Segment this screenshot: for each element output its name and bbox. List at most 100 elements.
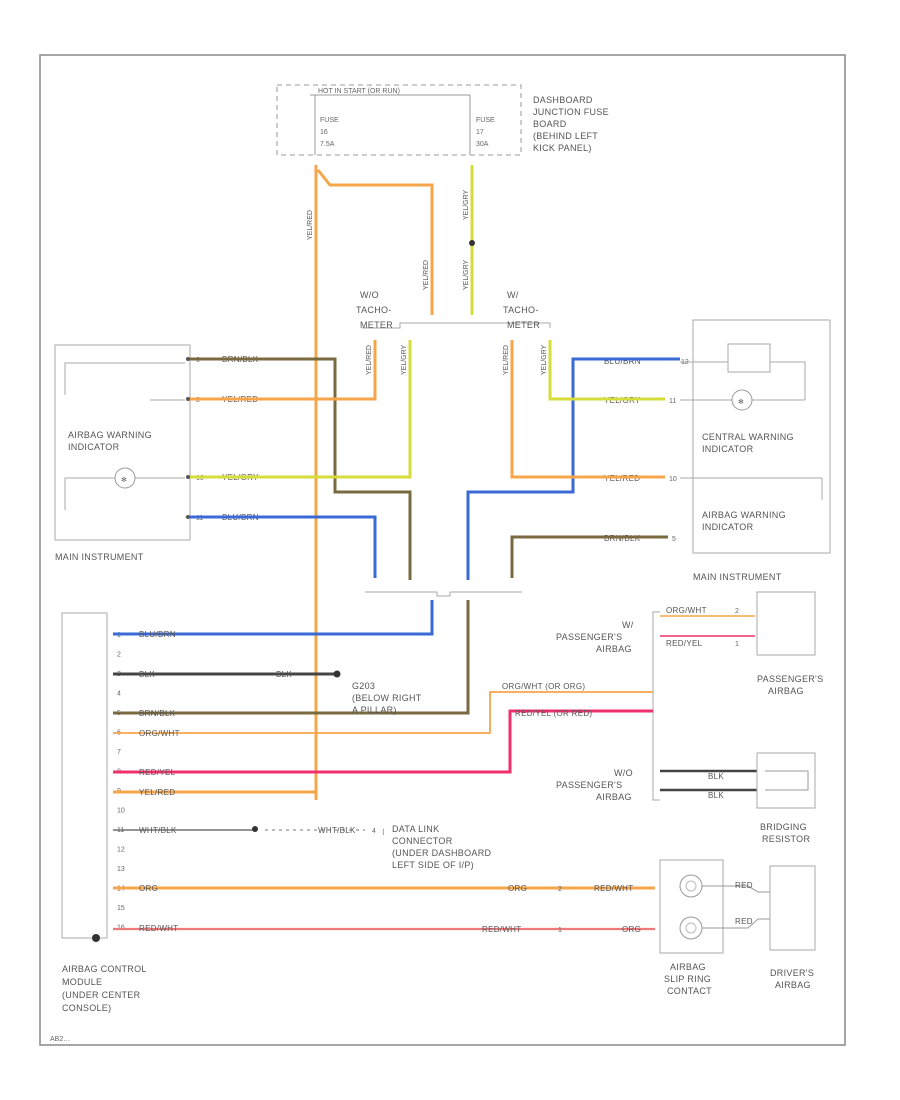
bypass-wire-label-2: BLK — [708, 791, 724, 800]
data-link-connector-icon: ⟨ — [382, 828, 385, 836]
driver-airbag-wire-label-2: RED — [735, 917, 753, 926]
wire-label-tacho-l-a: YEL/RED — [366, 345, 373, 375]
wire-left-yel-gry — [190, 340, 412, 479]
airbag-indicator-circuit — [680, 477, 823, 500]
slip-ring-coil-upper-icon — [679, 874, 703, 898]
diagram-frame — [39, 54, 846, 1046]
passenger-airbag-box — [756, 591, 816, 656]
module-wire-label-14: ORG — [139, 884, 158, 893]
wire-module-brn-blk — [113, 600, 470, 715]
driver-wire-org-label: ORG — [508, 884, 527, 893]
fuse-feeds: YEL/RED YEL/RED YEL/GRY YEL/GRY — [307, 165, 475, 800]
driver-conn-pin-2: 2 — [558, 886, 562, 893]
wire-slip-to-driver-2 — [702, 918, 770, 929]
tacho-bracket: W/O TACHO- METER W/ TACHO- METER — [356, 290, 551, 330]
control-module-label-3: (UNDER CENTER — [62, 990, 141, 1000]
wire-left-yel-red — [190, 340, 377, 401]
module-pin-4: 4 — [117, 691, 121, 698]
right-pin-11: 11 — [669, 398, 676, 405]
passenger-w-line-3: AIRBAG — [596, 644, 632, 654]
tacho-right-line-3: METER — [507, 320, 540, 330]
bridging-resistor-label-1: BRIDGING — [760, 822, 807, 832]
data-link-label-2: CONNECTOR — [392, 836, 453, 846]
fuse-box-label-2: JUNCTION FUSE — [533, 107, 609, 117]
data-link-label-4: LEFT SIDE OF I/P) — [392, 860, 474, 870]
pin-10-dot — [186, 475, 190, 479]
slip-ring-coil-lower-inner — [685, 922, 697, 934]
wire-module-red-yel — [113, 709, 640, 774]
slip-ring-wire-label-1: RED/WHT — [594, 884, 633, 893]
airbag-indicator-left-line-2: INDICATOR — [68, 442, 120, 452]
airbag-indicator-left-line-1: AIRBAG WARNING — [68, 430, 152, 440]
module-wire-labels: BLU/BRN BLK BLK BRN/BLK ORG/WHT RED/YEL … — [139, 630, 292, 933]
wire-label-fuse17-branch: YEL/GRY — [463, 259, 470, 290]
fuse-box-label-4: (BEHIND LEFT — [533, 131, 598, 141]
control-module-label-2: MODULE — [62, 977, 102, 987]
wire-label-tacho-r-b: YEL/GRY — [541, 344, 548, 375]
passenger-w-line-1: W/ — [622, 620, 634, 630]
driver-wire-red-wht-label: RED/WHT — [482, 925, 521, 934]
module-pin-10: 10 — [117, 808, 125, 815]
fuse-16-line-2: 16 — [320, 129, 328, 136]
slip-ring-coil-lower-icon — [679, 916, 703, 940]
data-link-pin: 4 — [372, 828, 376, 835]
tacho-right-line-1: W/ — [507, 290, 519, 300]
main-instrument-right-label: MAIN INSTRUMENT — [693, 572, 782, 582]
fuse-16-line-3: 7.5A — [320, 141, 335, 148]
slip-ring-label-1: AIRBAG — [670, 962, 706, 972]
fuse-17-line-1: FUSE — [476, 117, 495, 124]
warning-lamp-icon — [114, 467, 136, 489]
slip-ring-wire-label-2: ORG — [622, 925, 641, 934]
module-wire-label-11: WHT/BLK — [139, 826, 177, 835]
wire-right-yel-gry — [548, 340, 665, 401]
passenger-conn-pin-2: 2 — [735, 608, 739, 615]
driver-airbag-label-1: DRIVER'S — [770, 968, 814, 978]
bridging-resistor-element — [765, 770, 809, 791]
warning-lamp-symbol: ✻ — [121, 476, 127, 484]
passenger-w-line-2: PASSENGER'S — [556, 632, 622, 642]
ground-label-2: (BELOW RIGHT — [352, 693, 422, 703]
module-wire-label-16: RED/WHT — [139, 924, 178, 933]
main-instrument-left: AIRBAG WARNING INDICATOR ✻ MAIN INSTRUME… — [54, 344, 259, 562]
passenger-option-bracket — [652, 611, 660, 801]
lower-option-bracket — [365, 591, 522, 597]
right-wire-label-12: BLU/BRN — [604, 357, 641, 366]
central-circuit-top — [680, 361, 806, 400]
right-pin-10: 10 — [669, 476, 677, 483]
control-module-label-4: CONSOLE) — [62, 1003, 111, 1013]
right-pin-12: 12 — [681, 359, 689, 366]
main-instrument-right-box — [692, 319, 831, 554]
passenger-airbag-section: ORG/WHT (OR ORG) RED/YEL (OR RED) W/ PAS… — [502, 591, 823, 844]
tacho-left-line-3: METER — [360, 320, 393, 330]
module-pin-13: 13 — [117, 866, 125, 873]
data-link-label-3: (UNDER DASHBOARD — [392, 848, 492, 858]
airbag-indicator-right-line-2: INDICATOR — [702, 522, 754, 532]
driver-conn-pin-1: 1 — [558, 927, 562, 934]
ground-wire-label: BLK — [276, 670, 292, 679]
pin-11-dot — [186, 515, 190, 519]
fuse-16-line-1: FUSE — [320, 117, 339, 124]
frame-code: AB2… — [50, 1036, 70, 1043]
fuse-box: HOT IN START (OR RUN) FUSE 16 7.5A FUSE … — [276, 84, 609, 156]
fuse-box-outline — [276, 84, 522, 156]
bridging-resistor-label-2: RESISTOR — [762, 834, 810, 844]
fuse-17-line-2: 17 — [476, 129, 484, 136]
fuse-box-label-3: BOARD — [533, 119, 567, 129]
right-pin-5: 5 — [672, 536, 676, 543]
passenger-conn-wire-1: ORG/WHT — [666, 606, 707, 615]
wire-right-blu-brn — [466, 357, 680, 580]
module-pin-7: 7 — [117, 749, 121, 756]
fuse-17-line-3: 30A — [476, 141, 489, 148]
tacho-bracket-line — [362, 322, 551, 329]
warning-circuit-top — [64, 362, 185, 395]
wire-module-blu-brn — [113, 600, 434, 636]
module-pin-12: 12 — [117, 847, 125, 854]
central-indicator-line-1: CENTRAL WARNING — [702, 432, 794, 442]
wire-fuse16-branch — [316, 169, 434, 315]
wire-right-brn-blk — [510, 535, 668, 578]
pin-6-dot — [186, 357, 190, 361]
fuse-box-label-1: DASHBOARD — [533, 95, 593, 105]
wire-module-org-wht — [113, 691, 640, 734]
wire-label-fuse17-out: YEL/GRY — [463, 189, 470, 220]
